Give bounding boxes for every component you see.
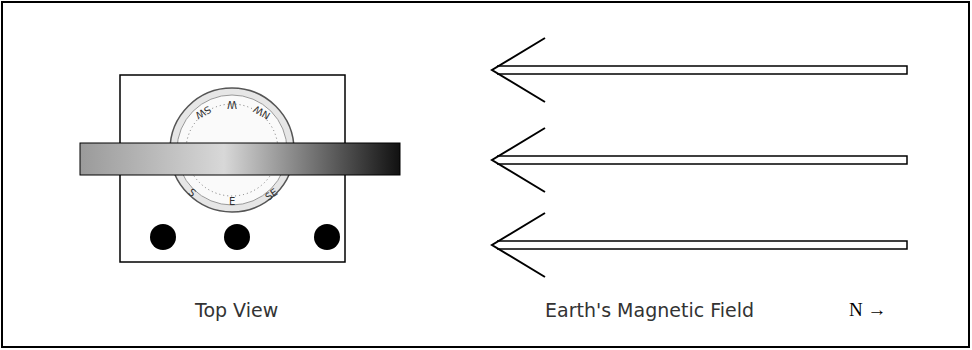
arrow-shaft: [497, 156, 907, 164]
view-caption: Top View: [195, 299, 278, 321]
compass-letter: E: [229, 196, 235, 207]
dot: [314, 224, 340, 250]
dot: [224, 224, 250, 250]
arrow-shaft: [497, 241, 907, 249]
field-arrows: [492, 38, 907, 277]
arrow-head: [492, 213, 545, 277]
dot: [150, 224, 176, 250]
arrow-head: [492, 128, 545, 192]
north-indicator: N →: [849, 299, 886, 321]
compass-letter: W: [227, 99, 237, 110]
field-caption: Earth's Magnetic Field: [545, 299, 754, 321]
arrow-shaft: [497, 66, 907, 74]
arrow-head: [492, 38, 545, 102]
bar-magnet: [80, 143, 400, 175]
